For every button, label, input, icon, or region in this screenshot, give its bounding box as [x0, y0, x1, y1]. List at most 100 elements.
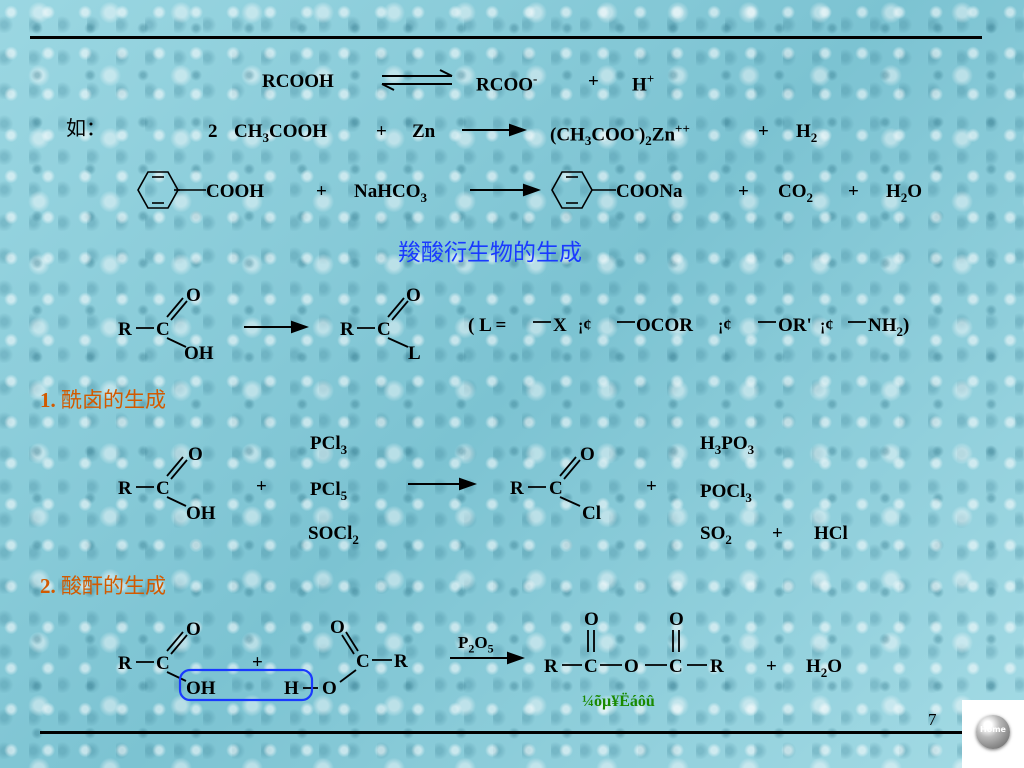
- s2-oh: OH: [186, 678, 216, 699]
- s2-r1: R: [118, 653, 132, 674]
- s1-pocl3-sub: 3: [745, 489, 752, 505]
- s1-socl2-text: SOCl: [308, 523, 353, 544]
- s2-prod-r2: R: [710, 656, 724, 677]
- s2-water-sub: 2: [820, 664, 828, 680]
- gen-prod-l: L: [408, 343, 421, 364]
- s1-h3po3-h: H: [700, 433, 715, 454]
- eq3-water-sub: 2: [900, 189, 908, 205]
- s2-o-link: O: [322, 678, 337, 699]
- s1-prod-o: O: [580, 444, 595, 465]
- home-button[interactable]: Home: [962, 700, 1024, 768]
- gen-nh-sub: 2: [896, 323, 904, 339]
- s1-pocl3: POCl3: [700, 482, 752, 504]
- s1-hcl: HCl: [814, 523, 848, 544]
- eq3-co2-text: CO: [778, 181, 807, 202]
- gen-prod-r: R: [340, 319, 354, 340]
- s1-o: O: [188, 444, 203, 465]
- s1-prod-r: R: [510, 478, 524, 499]
- eq2-prod-charge: -: [634, 121, 639, 136]
- bond-lines: [136, 630, 707, 689]
- s2-reagent-sub1: 2: [468, 641, 475, 656]
- s2-c2: C: [356, 651, 370, 672]
- bottom-rule: [40, 731, 962, 734]
- eq2-acid-sub: 3: [262, 129, 270, 145]
- s1-pcl3-text: PCl: [310, 433, 341, 454]
- eq2-plus2: +: [758, 121, 769, 142]
- s1-socl2: SOCl2: [308, 524, 359, 546]
- s1-plus3: +: [772, 523, 783, 544]
- reaction-arrow-icon: [462, 123, 527, 137]
- eq2-zinc-acetate: (CH3COO-)2Zn++: [550, 122, 690, 147]
- s1-so2: SO2: [700, 524, 732, 546]
- eq3-bicarb-text: NaHCO: [354, 181, 421, 202]
- s1-pocl3-text: POCl: [700, 481, 746, 502]
- eq2-prod-sub1: 3: [584, 133, 592, 149]
- reaction-arrow-icon: [408, 477, 477, 491]
- equilibrium-arrow-icon: [381, 69, 453, 91]
- s2-plus1: +: [252, 652, 263, 673]
- eq3-plus2: +: [738, 181, 749, 202]
- s1-pcl3: PCl3: [310, 434, 347, 456]
- eq3-co2: CO2: [778, 182, 813, 204]
- eq2-hydrogen: H2: [796, 122, 817, 144]
- eq2-prod-part2: COO: [591, 124, 635, 146]
- s2-water: H2O: [806, 657, 842, 679]
- eq2-prod-close: ): [638, 124, 646, 146]
- s2-c1: C: [156, 653, 170, 674]
- gen-legend-open: ( L =: [468, 315, 507, 336]
- eq3-benzoic-acid-group: COOH: [206, 181, 265, 202]
- s1-pcl5: PCl5: [310, 480, 347, 502]
- eq3-bicarb-sub: 3: [420, 189, 428, 205]
- eq3-plus1: +: [316, 181, 327, 202]
- gen-legend-nh2: NH2): [868, 316, 909, 338]
- s1-prod-cl: Cl: [582, 503, 601, 524]
- s1-r: R: [118, 478, 132, 499]
- eq2-prod-part1: (CH: [550, 124, 585, 146]
- eq1-proton-text: H: [632, 74, 647, 96]
- eq2-zinc: Zn: [412, 121, 436, 142]
- eq2-acetic-acid: CH3COOH: [234, 122, 327, 144]
- home-icon: [976, 715, 1010, 749]
- s1-h3po3-sub1: 3: [714, 441, 722, 457]
- eq2-h2-text: H: [796, 121, 811, 142]
- eq1-anion-text: RCOO: [476, 74, 533, 96]
- section1-heading: 1. 酰卤的生成: [40, 390, 166, 411]
- s2-prod-c2: C: [669, 656, 683, 677]
- gen-nh-text: NH: [868, 315, 897, 336]
- s1-h3po3-sub2: 3: [747, 441, 755, 457]
- s2-water-o: O: [827, 656, 843, 677]
- eq3-bicarbonate: NaHCO3: [354, 182, 427, 204]
- s2-plus2: +: [766, 656, 777, 677]
- gen-oh: OH: [184, 343, 214, 364]
- section2-title: 酸酐的生成: [61, 574, 166, 598]
- s1-plus2: +: [646, 476, 657, 497]
- s2-reagent-o: O: [474, 633, 488, 652]
- s2-o1: O: [186, 619, 201, 640]
- s2-reagent: P2O5: [458, 634, 494, 654]
- s1-h3po3: H3PO3: [700, 434, 754, 456]
- s1-pcl3-sub: 3: [340, 441, 348, 457]
- eq3-water-h: H: [886, 181, 901, 202]
- eq3-water-o: O: [907, 181, 923, 202]
- eq2-prod-part3: Zn: [651, 124, 676, 146]
- eq1-reactant: RCOOH: [262, 71, 334, 92]
- eq2-acid-part2: COOH: [269, 121, 328, 142]
- reaction-arrow-icon: [450, 651, 525, 665]
- section1-number: 1.: [40, 388, 56, 412]
- gen-r: R: [118, 319, 132, 340]
- section2-number: 2.: [40, 574, 56, 598]
- s2-prod-obridge: O: [624, 656, 639, 677]
- gen-c: C: [156, 319, 170, 340]
- eq2-acid-part1: CH: [234, 121, 263, 142]
- s2-prod-c1: C: [584, 656, 598, 677]
- s2-prod-o2: O: [669, 609, 684, 630]
- s2-prod-r1: R: [544, 656, 558, 677]
- section1-title: 酰卤的生成: [61, 388, 166, 412]
- s2-r2: R: [394, 651, 408, 672]
- example-label: 如：: [66, 116, 106, 140]
- eq1-product-anion: RCOO-: [476, 72, 537, 94]
- eq2-plus1: +: [376, 121, 387, 142]
- s2-water-h: H: [806, 656, 821, 677]
- eq3-water: H2O: [886, 182, 922, 204]
- eq2-coefficient: 2: [208, 121, 218, 142]
